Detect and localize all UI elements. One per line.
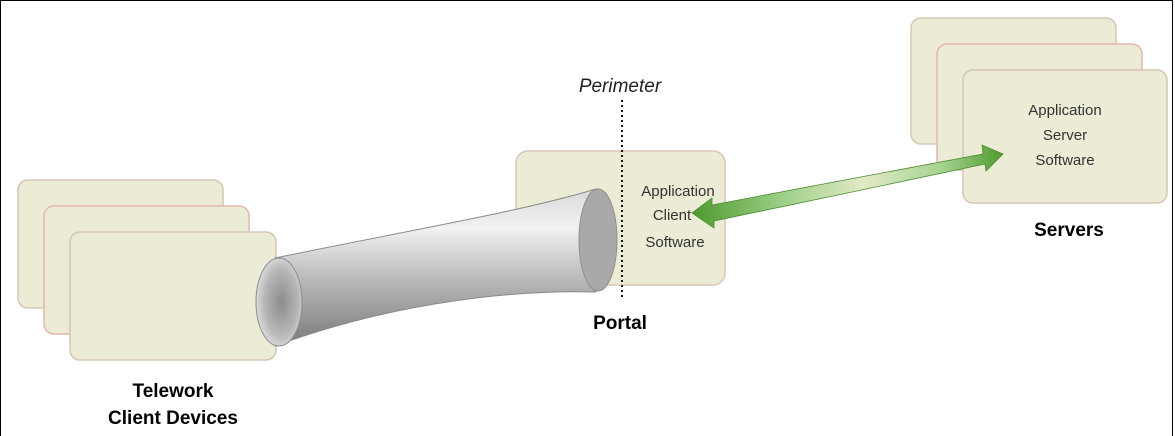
portal-label: Portal bbox=[593, 313, 647, 334]
server-software-line3: Software bbox=[1035, 152, 1094, 169]
client-device-stack bbox=[17, 179, 277, 361]
portal-software-line1: Application bbox=[641, 183, 714, 200]
tunnel-mouth bbox=[255, 257, 303, 347]
servers-label: Servers bbox=[1034, 220, 1104, 241]
server-software-line1: Application bbox=[1028, 102, 1101, 119]
client-device-card-front bbox=[69, 231, 277, 361]
perimeter-label: Perimeter bbox=[579, 76, 662, 97]
server-card-front bbox=[962, 69, 1168, 204]
portal-software-line2: Client bbox=[653, 207, 692, 224]
client-devices-label-line1: Telework bbox=[133, 381, 214, 402]
client-server-arrow bbox=[691, 144, 1004, 229]
portal-software-line3: Software bbox=[645, 234, 704, 251]
server-software-line2: Server bbox=[1043, 127, 1087, 144]
server-stack bbox=[910, 17, 1168, 204]
vpn-tunnel bbox=[255, 188, 618, 347]
client-devices-label-line2: Client Devices bbox=[108, 408, 238, 429]
